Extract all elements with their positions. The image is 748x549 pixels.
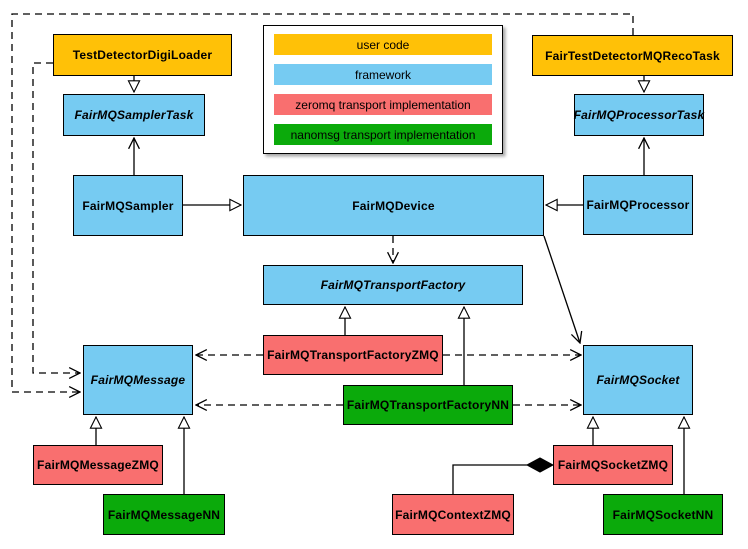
edge-digiloader-message-dependency <box>32 62 80 373</box>
node-fairmq-transport-factory-nn: FairMQTransportFactoryNN <box>343 385 513 425</box>
edge-contextzmq-socketzmq-aggregation <box>452 464 527 494</box>
node-fairmq-processor: FairMQProcessor <box>583 175 693 235</box>
node-fairmq-transport-factory-zmq: FairMQTransportFactoryZMQ <box>263 335 443 375</box>
node-fairmq-processor-task: FairMQProcessorTask <box>574 94 704 136</box>
node-fairmq-message: FairMQMessage <box>83 345 193 415</box>
node-fairmq-socket: FairMQSocket <box>583 345 693 415</box>
legend-item-zeromq: zeromq transport implementation <box>274 94 492 115</box>
node-fairmq-sampler-task: FairMQSamplerTask <box>63 94 205 136</box>
aggregation-diamond-icon <box>525 457 555 473</box>
node-fairmq-device: FairMQDevice <box>243 175 544 236</box>
legend-item-user-code: user code <box>274 34 492 55</box>
node-fairmq-socket-nn: FairMQSocketNN <box>603 494 723 535</box>
edge-recotask-message-dependency <box>11 13 634 392</box>
legend-item-nanomsg: nanomsg transport implementation <box>274 124 492 145</box>
edge-device-socket-association <box>543 235 580 343</box>
node-fairmq-context-zmq: FairMQContextZMQ <box>392 494 514 535</box>
node-test-detector-digi-loader: TestDetectorDigiLoader <box>53 34 232 76</box>
node-fairmq-message-zmq: FairMQMessageZMQ <box>33 445 163 485</box>
node-fairmq-message-nn: FairMQMessageNN <box>103 494 225 535</box>
legend-item-framework: framework <box>274 64 492 85</box>
node-fair-test-detector-mq-reco-task: FairTestDetectorMQRecoTask <box>532 35 733 76</box>
node-fairmq-socket-zmq: FairMQSocketZMQ <box>553 445 673 485</box>
node-fairmq-sampler: FairMQSampler <box>73 175 183 236</box>
legend: user code framework zeromq transport imp… <box>263 25 503 154</box>
node-fairmq-transport-factory: FairMQTransportFactory <box>263 265 523 305</box>
